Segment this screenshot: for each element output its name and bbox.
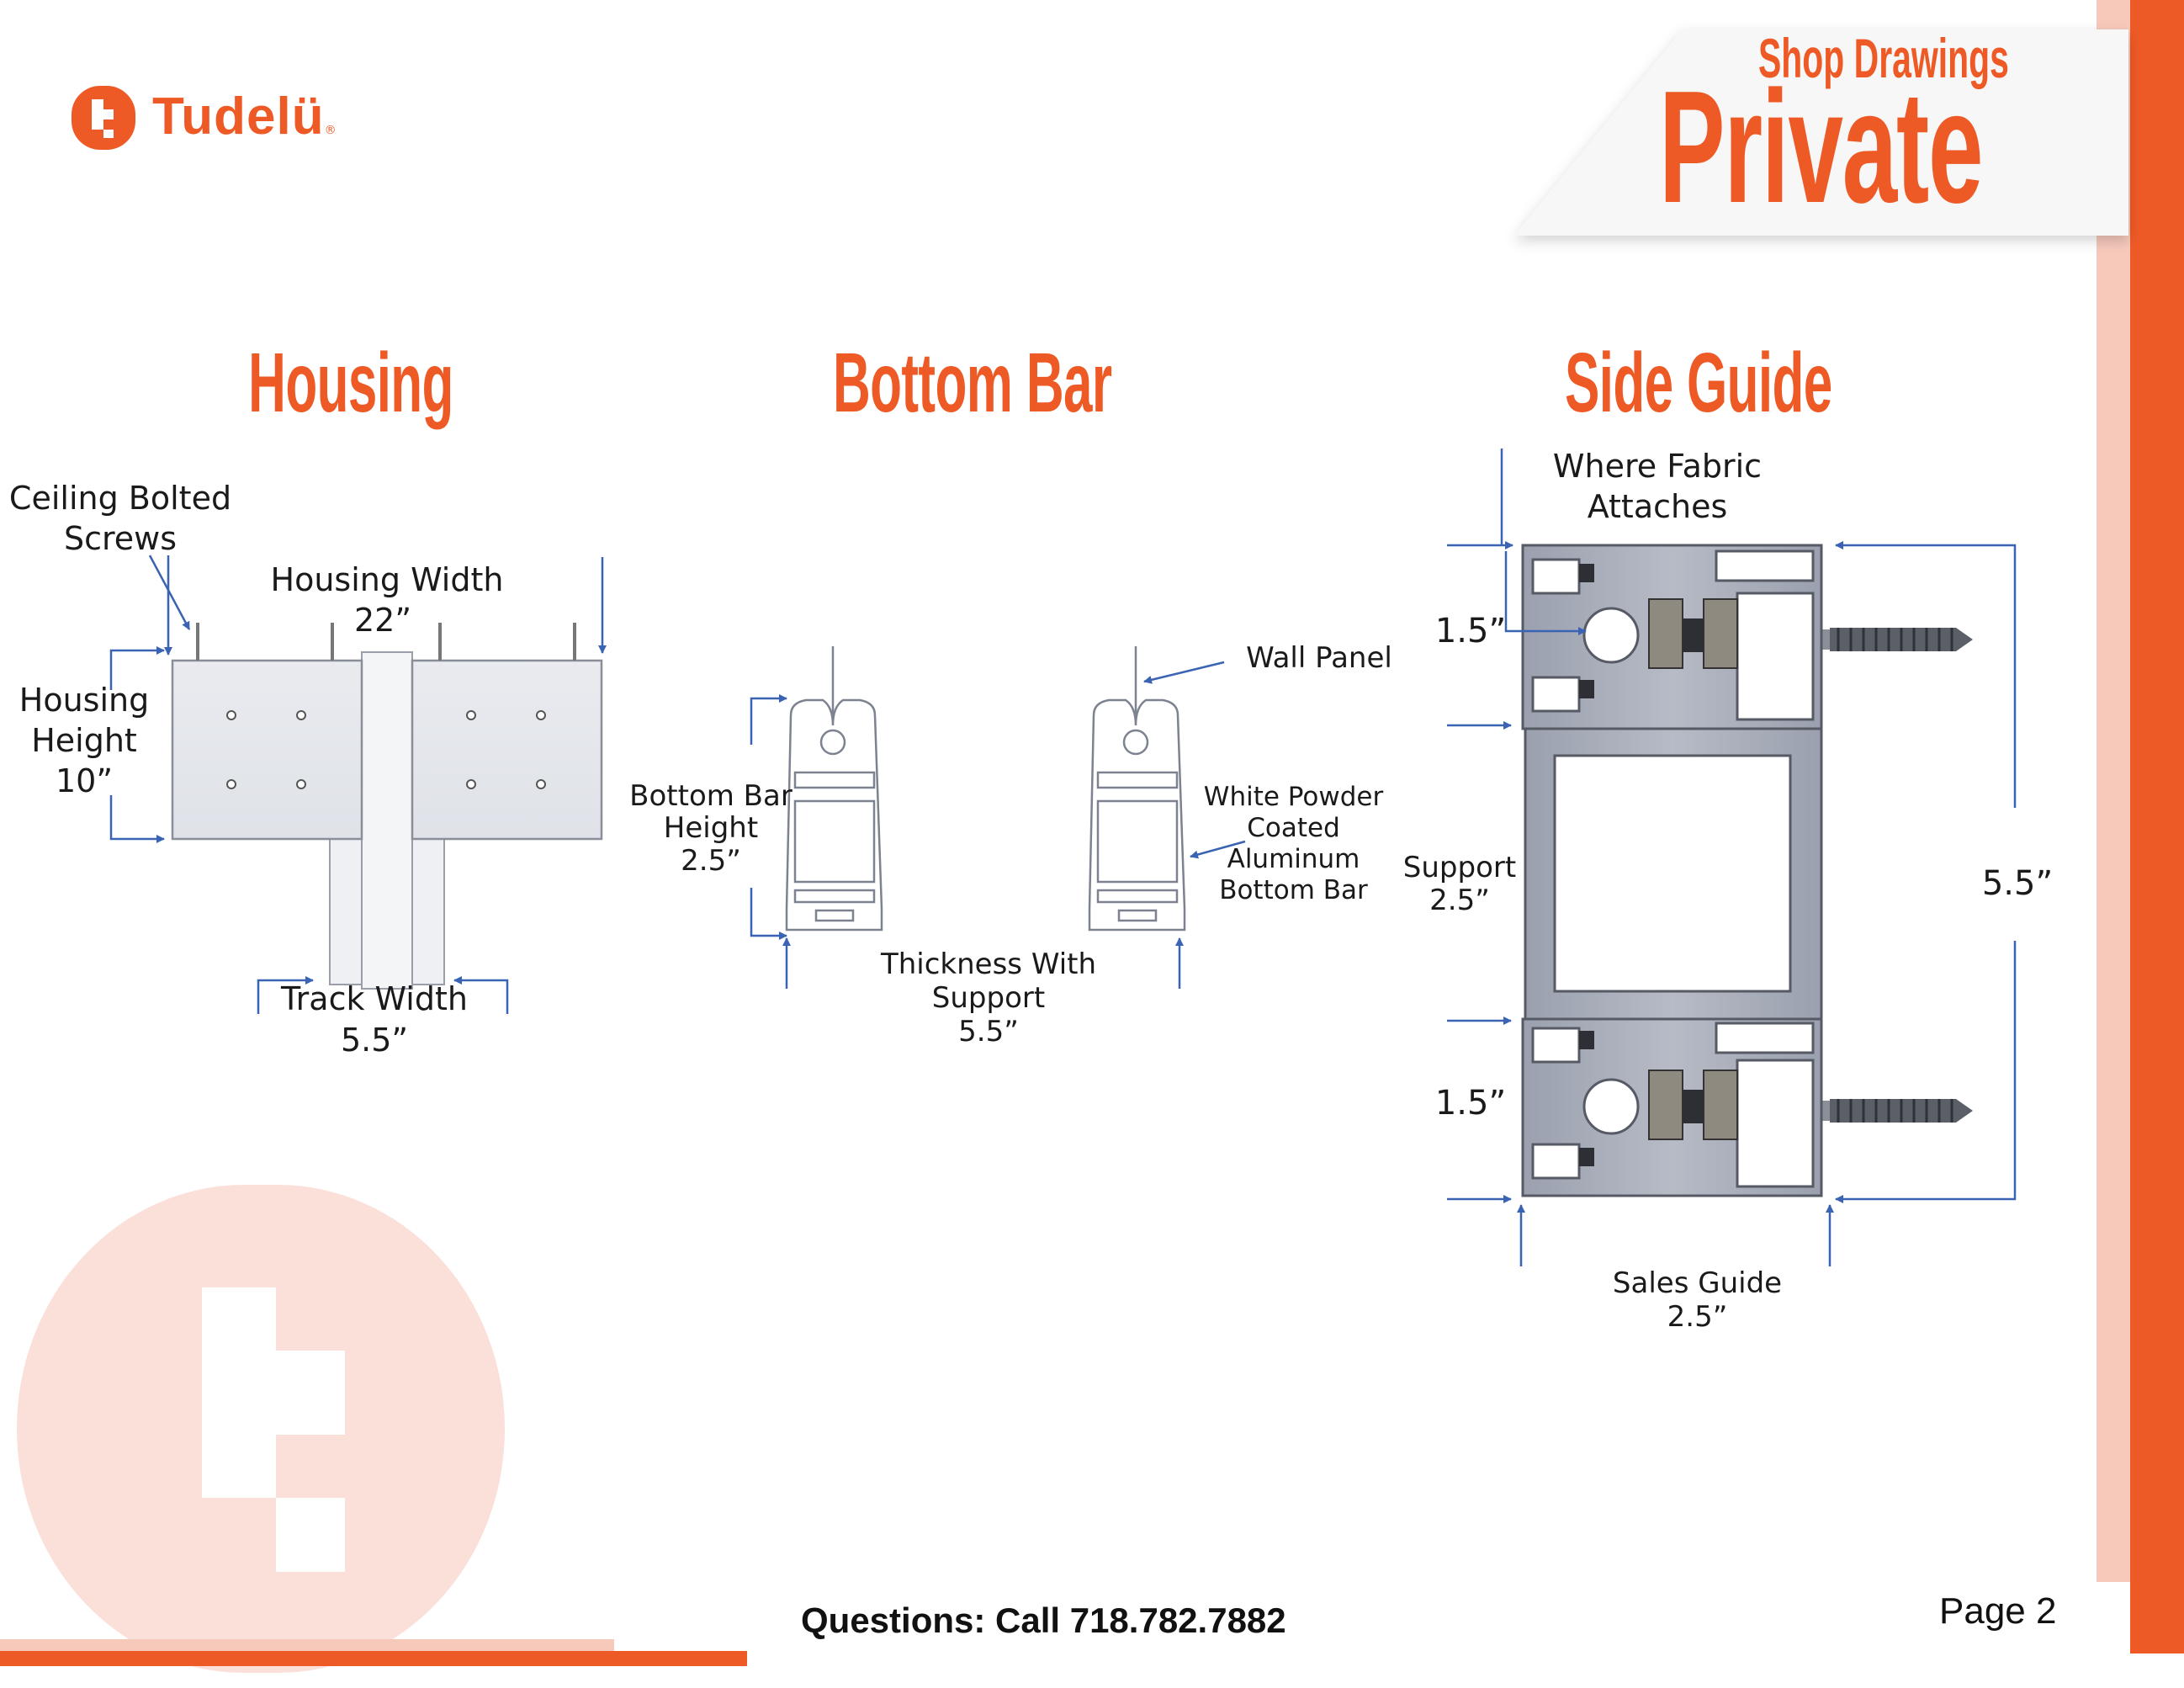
support-label: Support bbox=[1402, 851, 1517, 884]
housing-height-label: Housing Height bbox=[19, 682, 150, 759]
bottom-dimension: 1.5” bbox=[1434, 1084, 1507, 1123]
side-guide-drawing bbox=[1521, 544, 1973, 1197]
top-dimension: 1.5” bbox=[1434, 612, 1507, 650]
badge-subtitle: Shop Drawings bbox=[1758, 27, 2009, 89]
bottom-bar-title: Bottom Bar bbox=[833, 336, 1112, 430]
housing-width-label: Housing Width bbox=[270, 561, 504, 598]
bottom-bar-height-value: 2.5” bbox=[681, 844, 741, 878]
track-width-label: Track Width bbox=[281, 980, 468, 1017]
brand-mark-icon bbox=[72, 86, 135, 150]
support-value: 2.5” bbox=[1429, 884, 1490, 917]
track-width-value: 5.5” bbox=[340, 1022, 409, 1059]
sales-guide-label: Sales Guide bbox=[1612, 1266, 1783, 1300]
brand-name: Tudelü bbox=[152, 88, 325, 146]
brand-registered: ® bbox=[324, 124, 337, 137]
page-number: Page 2 bbox=[1939, 1590, 2057, 1632]
right-edge-accent-bar bbox=[2130, 0, 2184, 1653]
wall-panel-label: Wall Panel bbox=[1246, 641, 1392, 675]
bottom-bar-drawing bbox=[785, 646, 1186, 932]
right-edge-light-bar bbox=[2097, 0, 2130, 1582]
fabric-attaches-label: Where Fabric Attaches bbox=[1552, 448, 1763, 525]
side-guide-title: Side Guide bbox=[1565, 336, 1832, 430]
overall-dimension: 5.5” bbox=[1981, 864, 2054, 903]
sales-guide-value: 2.5” bbox=[1667, 1300, 1728, 1334]
badge-title: Private bbox=[1659, 58, 1983, 236]
thickness-label: Thickness With Support bbox=[880, 948, 1097, 1015]
thickness-value: 5.5” bbox=[958, 1015, 1019, 1048]
housing-drawing bbox=[109, 555, 607, 1014]
housing-title: Housing bbox=[248, 336, 453, 430]
contact-info[interactable]: Questions: Call 718.782.7882 bbox=[801, 1600, 1286, 1640]
ceiling-screws-label: Ceiling Bolted Screws bbox=[8, 480, 232, 557]
material-label: White Powder Coated Aluminum Bottom Bar bbox=[1203, 782, 1384, 905]
brand-logo[interactable]: Tudelü® bbox=[72, 84, 408, 151]
bottom-bar-height-label: Bottom Bar Height bbox=[629, 779, 792, 845]
housing-width-value: 22” bbox=[353, 602, 412, 639]
housing-height-value: 10” bbox=[55, 762, 114, 799]
